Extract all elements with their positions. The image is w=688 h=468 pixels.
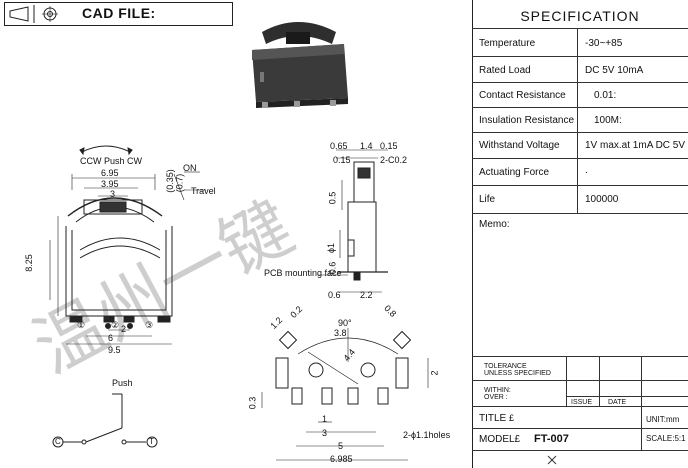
pin-mark-3: ③ — [145, 320, 154, 330]
spec-value-contact-resistance: 0.01: — [594, 90, 617, 101]
terminal-c: C — [55, 437, 61, 446]
dim-1-4: 1.4 — [360, 141, 373, 151]
dim-3-95: 3.95 — [101, 179, 119, 189]
spec-divider — [472, 28, 688, 29]
dim-0-65: 0.65 — [330, 141, 348, 151]
side-view-drawing — [318, 149, 388, 293]
dim-6-95: 6.95 — [101, 168, 119, 178]
spec-label-rated-load: Rated Load — [479, 65, 531, 76]
dim-2-2: 2.2 — [360, 290, 373, 300]
dim-0-15: 0.15 — [333, 155, 351, 165]
specification-title: SPECIFICATION — [520, 8, 640, 24]
spec-value-actuating-force: . — [585, 165, 588, 176]
dim-0-35: (0.35) — [164, 169, 175, 193]
title-mark: £ — [509, 413, 515, 423]
spec-value-rated-load: DC 5V 10mA — [585, 65, 644, 76]
switch-schematic — [52, 393, 158, 448]
within-label: WITHIN: — [484, 387, 511, 394]
dim-3-bottom: 3 — [322, 428, 328, 438]
model-value: FT-007 — [534, 433, 569, 445]
cad-header-bar — [4, 2, 233, 26]
over-label: OVER : — [484, 394, 508, 401]
spec-value-temperature: -30~+85 — [585, 38, 623, 49]
issue-label: ISSUE — [571, 399, 593, 406]
dim-0-15-top: 0.15 — [380, 141, 398, 151]
spec-label-withstand-voltage: Withstand Voltage — [479, 140, 560, 151]
label-travel: Travel — [191, 186, 216, 196]
close-x-icon — [547, 455, 557, 465]
cad-title: CAD FILE: — [82, 5, 156, 21]
unit-label: UNIT:mm — [646, 415, 680, 424]
dim-2-c0-2: 2-C0.2 — [380, 155, 408, 165]
memo-label: Memo: — [479, 219, 510, 230]
cad-file-icon — [9, 5, 58, 23]
footprint-drawing — [261, 328, 429, 461]
dim-8-25: 8.25 — [23, 254, 34, 272]
spec-value-withstand-voltage: 1V max.at 1mA DC 5V — [585, 140, 686, 151]
dim-6-985: 6.985 — [330, 454, 353, 464]
dim-3-8: 3.8 — [334, 328, 347, 338]
dim-9-5: 9.5 — [108, 345, 121, 355]
spec-label-temperature: Temperature — [479, 38, 536, 49]
spec-value-life: 100000 — [585, 194, 619, 205]
spec-column-divider — [577, 28, 578, 213]
terminal-t: T — [149, 437, 154, 446]
product-3d-render — [252, 22, 348, 108]
label-on: ON — [183, 163, 197, 173]
spec-label-insulation-resistance: Insulation Resistance — [479, 115, 575, 126]
title-label: TITLE — [479, 413, 507, 424]
pin-mark-1: ① — [77, 320, 86, 330]
dim-90-degree: 90° — [338, 318, 352, 328]
model-label: MODEL£ — [479, 434, 521, 445]
spec-label-life: Life — [479, 194, 496, 205]
dim-6: 6 — [108, 333, 114, 343]
date-label: DATE — [608, 399, 627, 406]
dim-0-3: 0.3 — [247, 396, 258, 410]
pin-mark-2: ② — [111, 320, 120, 330]
specification-panel — [472, 0, 688, 468]
dim-0-6: 0.6 — [328, 290, 341, 300]
label-pcb-mounting-face: PCB mounting face — [264, 268, 342, 278]
scale-label: SCALE:5:1 — [646, 434, 686, 443]
dim-2-right: 2 — [429, 370, 440, 376]
spec-label-contact-resistance: Contact Resistance — [479, 90, 566, 101]
dim-3: 3 — [110, 189, 116, 199]
dim-2: 2 — [121, 324, 127, 334]
spec-label-actuating-force: Actuating Force — [479, 167, 550, 178]
label-push: Push — [112, 378, 133, 388]
dim-5: 5 — [338, 441, 344, 451]
label-holes: 2-ϕ1.1holes — [403, 430, 451, 440]
spec-value-insulation-resistance: 100M: — [594, 115, 622, 126]
tolerance-line1: TOLERANCE — [484, 363, 527, 370]
tolerance-line2: UNLESS SPECIFIED — [484, 370, 551, 377]
dim-1: 1 — [322, 414, 328, 424]
label-ccw-push-cw: CCW Push CW — [80, 156, 143, 166]
front-view-drawing — [49, 145, 206, 345]
dim-0-7: (0.7) — [174, 173, 185, 193]
